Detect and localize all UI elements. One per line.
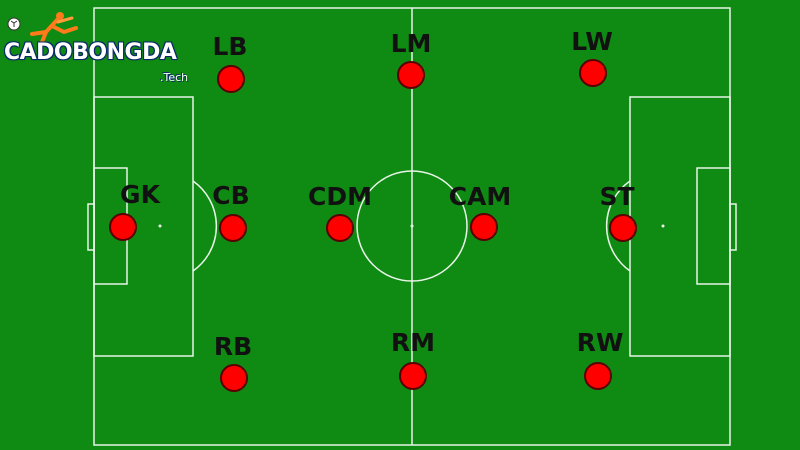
soccer-player-icon	[7, 12, 78, 44]
position-label-lm: LM	[391, 29, 432, 58]
position-cam: CAM	[449, 182, 512, 241]
right-penalty-arc	[605, 180, 631, 272]
right-penalty-spot	[661, 224, 665, 228]
position-label-st: ST	[599, 182, 634, 211]
player-marker-cb	[219, 214, 247, 242]
right-goal	[729, 203, 737, 251]
player-marker-cam	[470, 213, 498, 241]
player-marker-rm	[399, 362, 427, 390]
left-goal	[87, 203, 95, 251]
center-spot	[410, 224, 414, 228]
position-label-cb: CB	[212, 181, 249, 210]
position-label-lw: LW	[571, 27, 613, 56]
brand-logo: CADOBONGDA .Tech	[2, 10, 198, 84]
brand-name: CADOBONGDA	[4, 40, 177, 65]
brand-suffix: .Tech	[160, 71, 189, 84]
position-label-rw: RW	[577, 328, 624, 357]
position-label-rb: RB	[214, 332, 252, 361]
player-marker-lb	[217, 65, 245, 93]
position-label-cam: CAM	[449, 182, 512, 211]
position-label-cdm: CDM	[308, 182, 372, 211]
player-marker-rw	[584, 362, 612, 390]
player-marker-cdm	[326, 214, 354, 242]
position-rb: RB	[214, 332, 252, 392]
position-cdm: CDM	[308, 182, 372, 242]
position-lw: LW	[571, 27, 613, 87]
position-label-rm: RM	[391, 328, 435, 357]
left-penalty-arc	[192, 180, 218, 272]
player-marker-lw	[579, 59, 607, 87]
position-lm: LM	[391, 29, 432, 89]
position-label-lb: LB	[213, 32, 248, 61]
position-rm: RM	[391, 328, 435, 390]
position-rw: RW	[577, 328, 624, 390]
left-penalty-spot	[158, 224, 162, 228]
player-marker-rb	[220, 364, 248, 392]
player-marker-gk	[109, 213, 137, 241]
player-marker-st	[609, 214, 637, 242]
position-cb: CB	[212, 181, 250, 242]
position-gk: GK	[109, 180, 162, 241]
position-st: ST	[599, 182, 637, 242]
position-label-gk: GK	[120, 180, 162, 209]
center-circle	[356, 170, 468, 282]
player-marker-lm	[397, 61, 425, 89]
position-lb: LB	[213, 32, 248, 93]
